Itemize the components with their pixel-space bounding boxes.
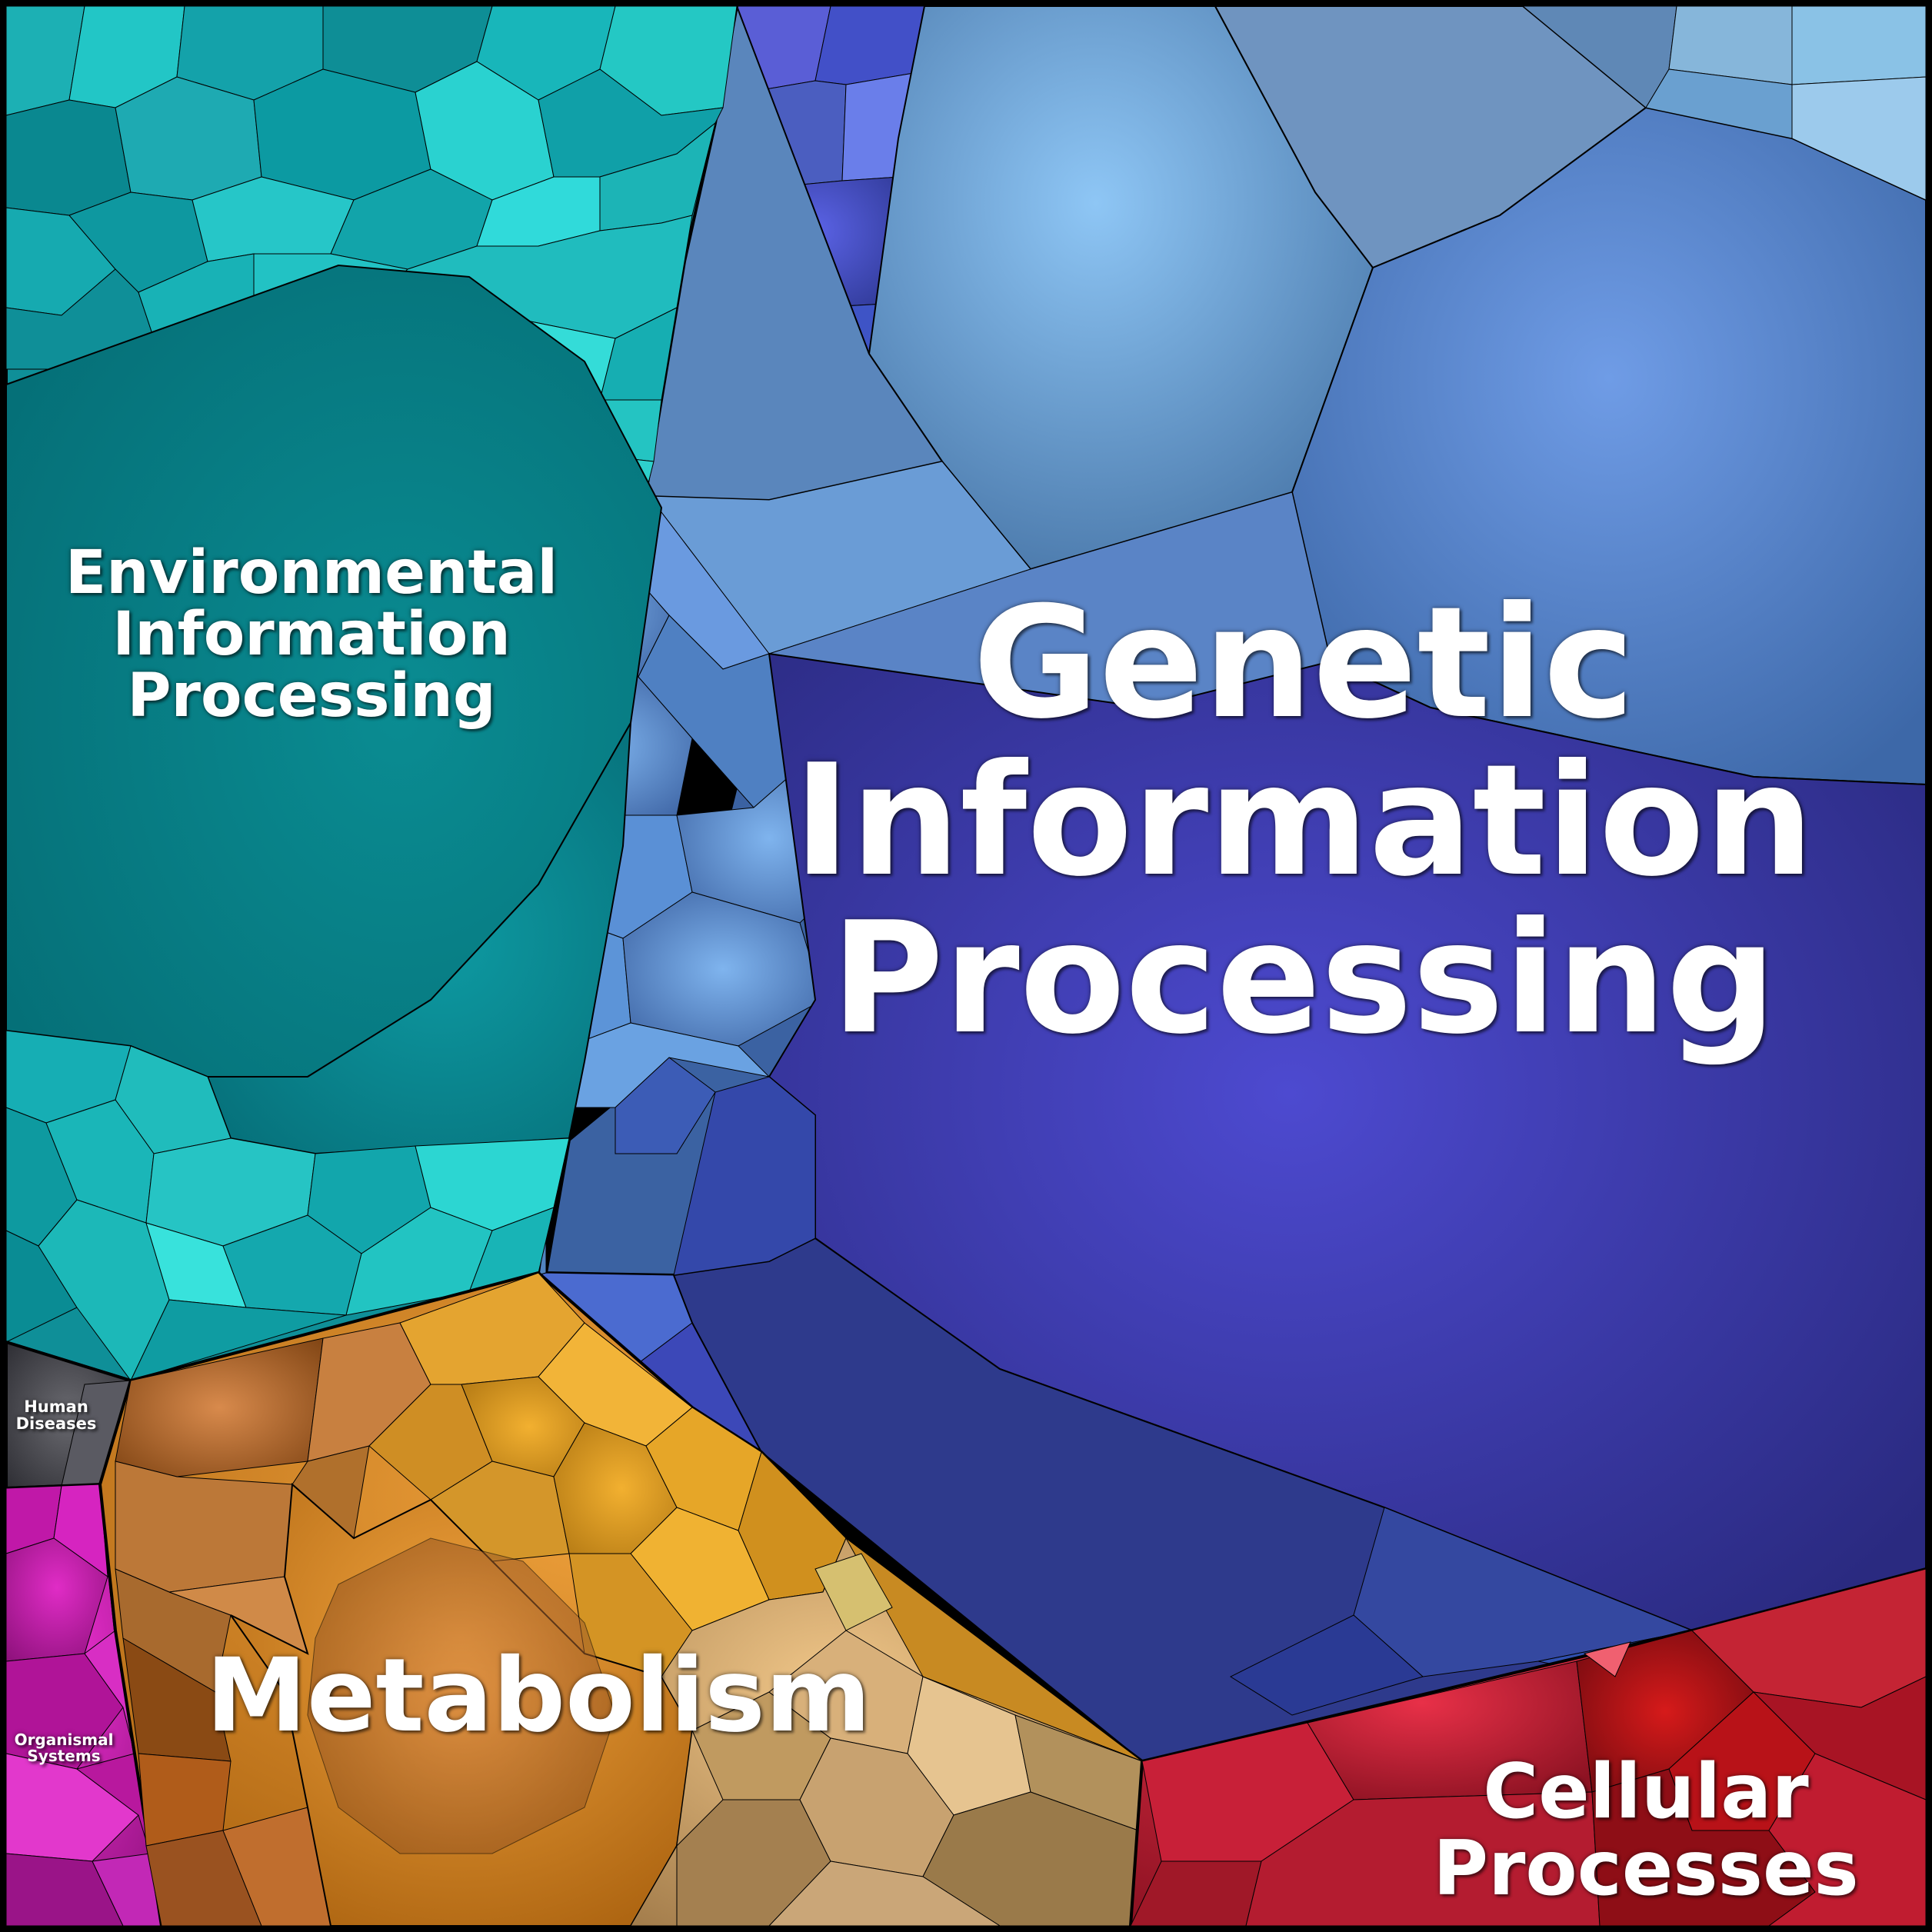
label-line: Diseases xyxy=(15,1414,97,1433)
region-metabolism xyxy=(98,1271,1144,1927)
label-line: Genetic xyxy=(972,574,1635,753)
label-environmental-information-processing: Environmental Information Processing xyxy=(46,542,577,727)
label-line: Processes xyxy=(1433,1825,1859,1913)
label-line: Processing xyxy=(127,661,496,731)
label-line: Human xyxy=(24,1397,88,1416)
label-line: Metabolism xyxy=(205,1637,871,1755)
label-line: Processing xyxy=(831,889,1777,1068)
label-human-diseases: Human Diseases xyxy=(6,1398,106,1432)
label-line: Environmental xyxy=(65,538,558,608)
label-organismal-systems: Organismal Systems xyxy=(6,1732,122,1764)
label-line: Organismal xyxy=(14,1730,114,1749)
label-line: Cellular xyxy=(1483,1748,1809,1836)
label-line: Systems xyxy=(27,1747,101,1765)
label-genetic-information-processing: Genetic Information Processing xyxy=(773,585,1834,1058)
label-metabolism: Metabolism xyxy=(185,1642,892,1750)
region-environmental xyxy=(5,5,739,1383)
label-line: Information xyxy=(112,600,511,669)
region-organismal xyxy=(5,1482,164,1927)
label-cellular-processes: Cellular Processes xyxy=(1407,1754,1884,1907)
region-cellular xyxy=(1128,1567,1927,1927)
label-line: Information xyxy=(793,731,1814,911)
region-genetic xyxy=(321,0,1927,1764)
